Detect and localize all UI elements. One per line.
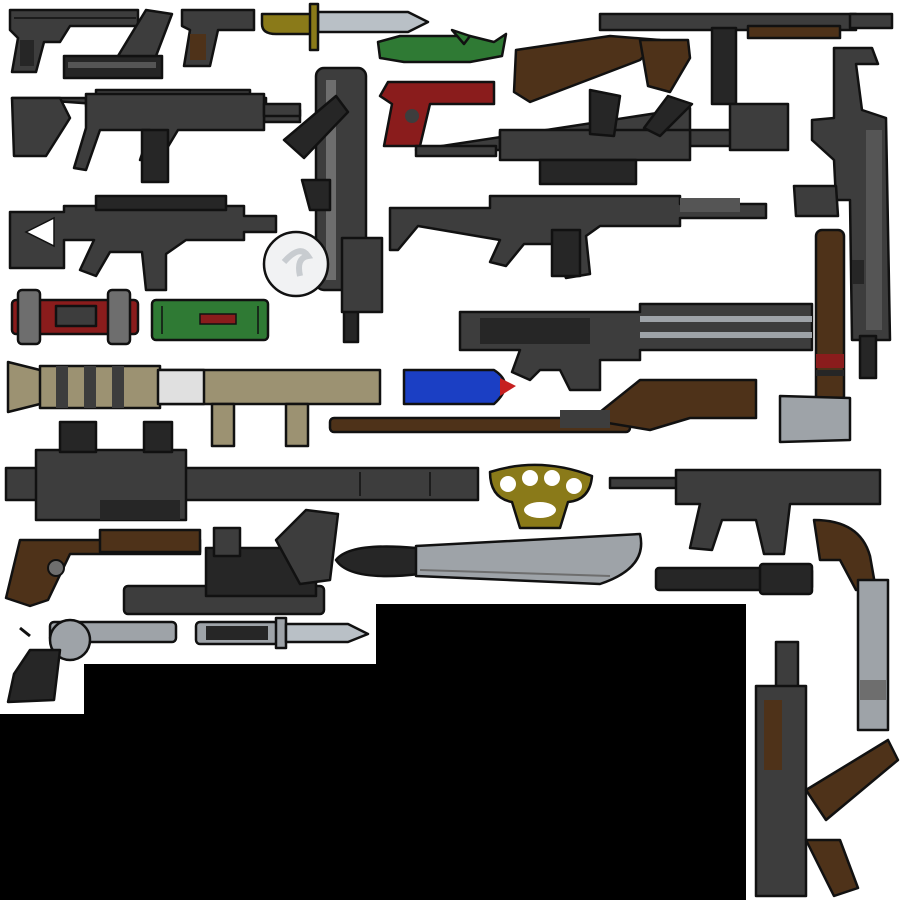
minigun-icon [4, 420, 480, 522]
brass-knuckles-icon [488, 463, 594, 530]
hatchet-icon [778, 228, 852, 444]
rpg-icon [6, 360, 516, 448]
proximity-mine-icon [10, 288, 140, 346]
compact-smg-icon [754, 640, 900, 898]
machete-icon [334, 532, 643, 586]
vintage-pistol-icon [4, 528, 202, 608]
sticky-bomb-icon [376, 28, 508, 64]
musket-icon [328, 378, 758, 434]
pistol-icon [8, 8, 140, 74]
mask-region [0, 604, 746, 900]
sniper-rifle-icon [414, 88, 790, 186]
heavy-sniper-icon [792, 46, 892, 380]
flare-pistol-icon [812, 518, 890, 732]
antique-cavalry-dagger-icon [260, 2, 430, 52]
heavy-pistol-icon [122, 508, 340, 616]
assault-smg-icon [10, 88, 302, 184]
railgun-icon [458, 302, 814, 392]
flare-gun-icon [378, 80, 496, 148]
combat-pistol-icon [62, 8, 174, 80]
flashlight-icon [654, 562, 814, 596]
ammo-crate-icon [150, 298, 270, 342]
snowball-icon [262, 230, 330, 298]
tommy-gun-icon [512, 12, 894, 106]
ap-pistol-icon [180, 8, 256, 68]
revolver-icon [6, 618, 178, 704]
assault-rifle-icon [282, 66, 384, 344]
switchblade-icon [194, 616, 370, 650]
compact-rifle-icon [608, 468, 882, 556]
special-carbine-icon [388, 194, 768, 280]
carbine-rifle-icon [8, 194, 278, 292]
